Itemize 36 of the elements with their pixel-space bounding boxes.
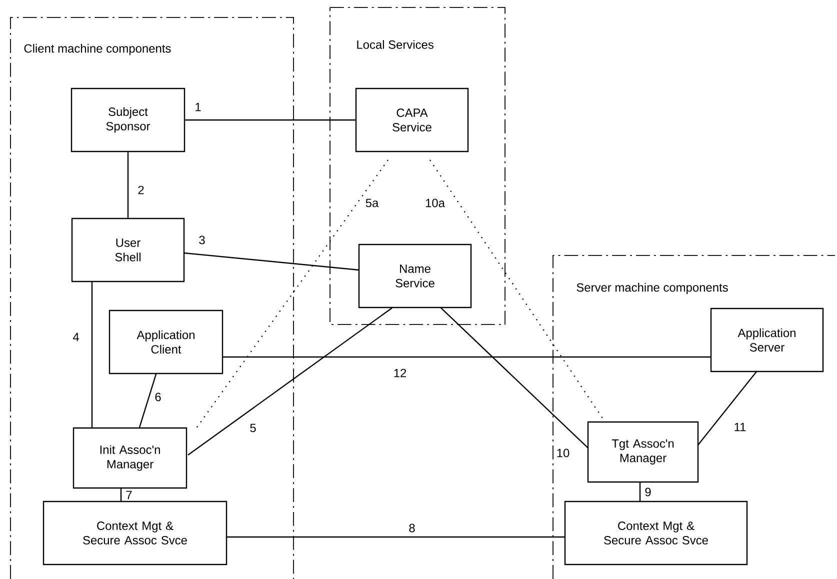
component-box: Context Mgt & Secure Assoc Svce (564, 500, 748, 566)
edge-label: 5 (249, 423, 257, 433)
component-box: Application Server (710, 308, 824, 372)
edge-label: 9 (644, 487, 652, 497)
component-box: User Shell (71, 218, 185, 282)
edge-label: 11 (733, 422, 747, 432)
connector-line (226, 536, 565, 538)
connector-line (184, 252, 360, 271)
edge-label: 10a (424, 198, 446, 208)
edge-label: 6 (154, 392, 162, 402)
component-box: Subject Sponsor (70, 88, 186, 152)
edge-label: 3 (198, 235, 206, 245)
component-box: Name Service (358, 244, 472, 308)
edge-label: 5a (364, 198, 380, 208)
connector-line (194, 160, 388, 430)
connector-line (91, 282, 93, 428)
connector-line (223, 356, 711, 358)
component-box: Init Assoc'n Manager (72, 427, 188, 489)
edge-label: 10 (556, 448, 570, 458)
edge-label: 8 (408, 523, 416, 533)
connector-line (440, 308, 588, 448)
connector-line (639, 482, 641, 502)
edge-label: 12 (392, 368, 408, 378)
edge-label: 4 (72, 332, 80, 342)
component-box: Tgt Assoc'n Manager (587, 421, 699, 483)
connector-line (120, 488, 122, 502)
component-box: Context Mgt & Secure Assoc Svce (42, 500, 228, 566)
connector-line (127, 152, 129, 218)
component-box: CAPA Service (355, 88, 469, 152)
connector-line (698, 370, 758, 446)
edge-label: 7 (125, 490, 133, 500)
edge-label: 2 (137, 185, 145, 195)
connector-line (185, 119, 356, 121)
component-box: Application Client (108, 310, 224, 374)
connector-line (138, 374, 157, 428)
edge-label: 1 (194, 102, 202, 112)
